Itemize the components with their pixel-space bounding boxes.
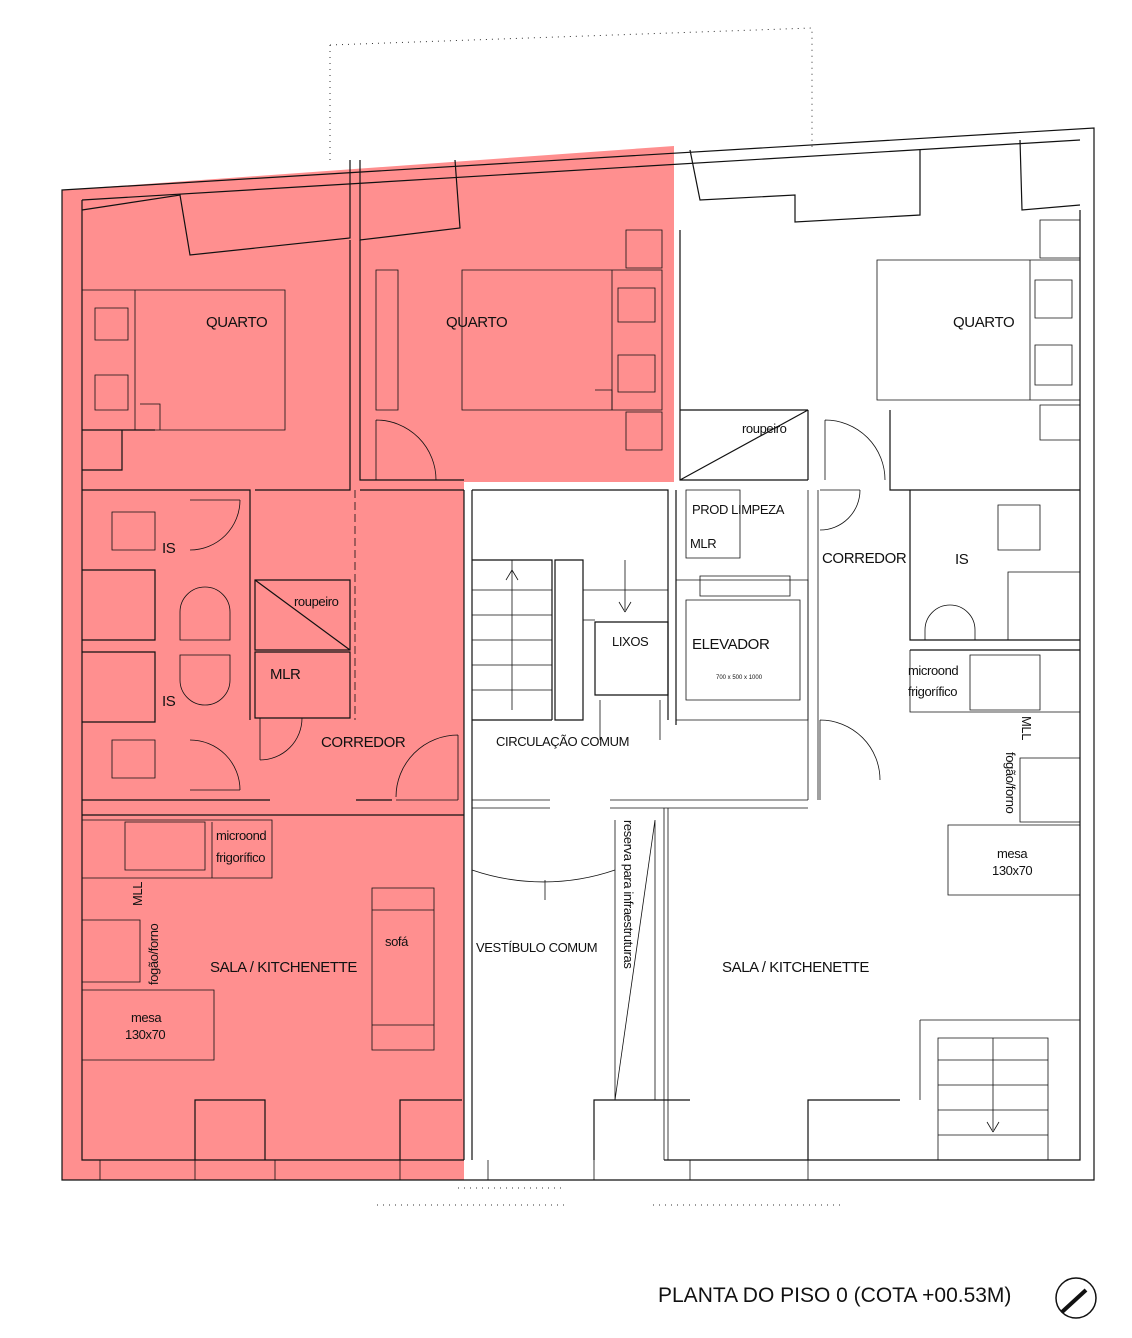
label-mlr-left: MLR bbox=[270, 666, 301, 683]
label-reserva-infraestruturas: reserva para infraestruturas bbox=[621, 820, 636, 969]
label-mesa-dim-left: 130x70 bbox=[125, 1027, 165, 1042]
label-quarto-right: QUARTO bbox=[953, 314, 1014, 331]
label-prod-limpeza: PROD LIMPEZA bbox=[692, 502, 785, 517]
plan-title: PLANTA DO PISO 0 (COTA +00.53M) bbox=[658, 1284, 1011, 1307]
label-lixos: LIXOS bbox=[612, 634, 649, 649]
label-corredor-left: CORREDOR bbox=[321, 734, 406, 751]
label-mlr-common: MLR bbox=[690, 536, 716, 551]
stair-arrows bbox=[505, 569, 1000, 1133]
label-roupeiro-right: roupeiro bbox=[742, 421, 787, 436]
label-mesa-right: mesa bbox=[997, 846, 1028, 861]
label-mesa-dim-right: 130x70 bbox=[992, 863, 1032, 878]
label-quarto-middle: QUARTO bbox=[446, 314, 507, 331]
label-frigorifico-right: frigorífico bbox=[908, 684, 957, 699]
label-microond-left: microond bbox=[216, 828, 266, 843]
common-core-walls bbox=[463, 489, 881, 1160]
north-arrow-icon bbox=[1055, 1277, 1097, 1319]
right-apartment-walls bbox=[663, 219, 1081, 1161]
label-mesa-left: mesa bbox=[131, 1010, 162, 1025]
label-sala-right: SALA / KITCHENETTE bbox=[722, 959, 869, 976]
label-circulacao-comum: CIRCULAÇÃO COMUM bbox=[496, 734, 629, 749]
label-microond-right: microond bbox=[908, 663, 958, 678]
label-elevador: ELEVADOR bbox=[692, 636, 770, 653]
label-mll-left: MLL bbox=[130, 882, 145, 906]
label-sala-left: SALA / KITCHENETTE bbox=[210, 959, 357, 976]
label-roupeiro-left: roupeiro bbox=[294, 594, 339, 609]
label-corredor-right: CORREDOR bbox=[822, 550, 907, 567]
label-is-right: IS bbox=[955, 551, 969, 568]
label-sofa: sofá bbox=[385, 934, 409, 949]
left-apartment-walls bbox=[81, 229, 663, 1061]
label-fogao-left: fogão/forno bbox=[146, 923, 161, 985]
label-quarto-left: QUARTO bbox=[206, 314, 267, 331]
label-frigorifico-left: frigorífico bbox=[216, 850, 265, 865]
label-elevador-dim: 700 x 500 x 1000 bbox=[716, 675, 763, 681]
highlighted-apartment-area bbox=[62, 146, 674, 1180]
label-is-lower: IS bbox=[162, 693, 176, 710]
label-mll-right: MLL bbox=[1019, 716, 1034, 740]
dotted-outline-top bbox=[329, 27, 840, 1206]
label-vestibulo-comum: VESTÍBULO COMUM bbox=[476, 940, 597, 955]
label-fogao-right: fogão/forno bbox=[1003, 752, 1018, 814]
outer-walls bbox=[61, 127, 1095, 1181]
label-is-upper: IS bbox=[162, 540, 176, 557]
